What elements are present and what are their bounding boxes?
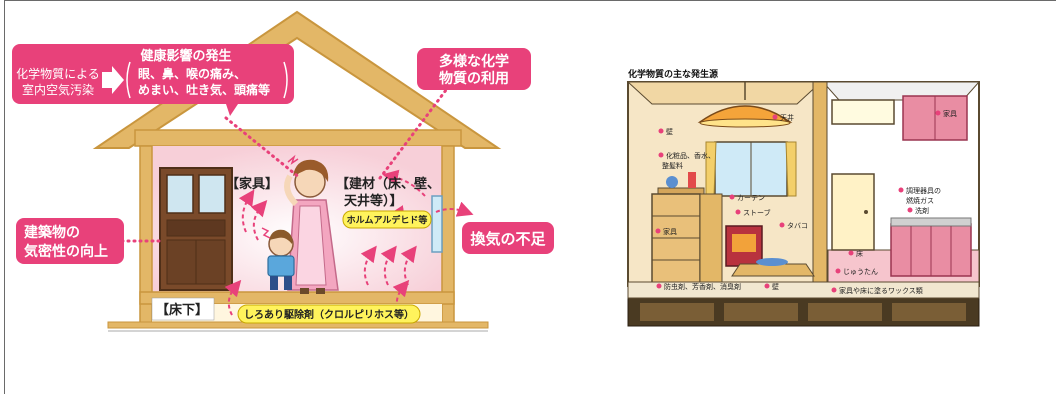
house-diagram [92,10,502,332]
callout-symptoms-line2: めまい、吐き気、頭痛等 [138,82,270,97]
label-stove: ストーブ [743,208,771,217]
source-markers [655,110,941,293]
label-floor: 床 [856,249,863,258]
callout-airtight-line1: 建築物の [24,224,80,241]
label-formaldehyde: ホルムアルデヒド等 [347,214,428,226]
label-termiticide: しろあり駆除剤（クロルピリホス等） [244,308,414,321]
callout-chemicals [417,48,531,90]
callout-cause-line2: 室内空気汚染 [22,82,94,97]
child-figure [267,229,295,290]
label-materials-line1: 【建材（床、壁、 [336,176,440,192]
label-carpet: じゅうたん [843,268,878,276]
room-diagram-title: 化学物質の主な発生源 [628,68,718,80]
label-wall: 壁 [666,127,673,136]
callout-airtight-line2: 気密性の向上 [24,243,108,260]
label-insecticide: 防虫剤、芳香剤、消臭剤 [664,282,741,291]
label-curtain: カーテン [737,194,765,202]
callout-ventilation-label: 換気の不足 [470,230,546,248]
image-frame [4,0,1056,394]
callout-health [12,44,294,116]
callout-airtightness [16,218,124,264]
callout-cause-line1: 化学物質による [16,66,100,81]
label-furniture: 【家具】 [226,176,278,192]
label-cosmetics-line1: 化粧品、香水、 [666,151,715,160]
leader-lines [120,84,451,243]
termiticide-pill [237,304,421,324]
label-tobacco: タバコ [787,221,808,230]
callout-health-title: 健康影響の発生 [140,48,231,64]
house-beam [134,129,462,147]
label-gas-line2: 燃焼ガス [906,196,934,205]
underfloor-tag [151,297,215,321]
room-diagram [626,81,981,327]
callout-symptoms-line1: 眼、鼻、喉の痛み、 [138,66,246,81]
house-window [431,195,443,253]
text-layer: 健康影響の発生 化学物質による 室内空気汚染 眼、鼻、喉の痛み、 めまい、吐き気… [16,48,957,321]
mother-figure [284,159,339,294]
label-gas-line1: 調理器具の [906,186,941,195]
label-wax: 家具や床に塗るワックス類 [839,286,923,295]
label-underfloor: 【床下】 [156,302,208,318]
formaldehyde-pill [342,210,432,229]
label-materials-line2: 天井等）】 [344,193,403,209]
cabinet-furniture [159,167,233,291]
label-ceiling: 天井 [780,113,794,122]
label-cosmetics-line2: 整髪料 [662,161,683,170]
callout-chem-line2: 物質の利用 [439,70,509,87]
label-detergent: 洗剤 [915,206,929,215]
label-furniture-right: 家具 [943,109,957,118]
callout-chem-line1: 多様な化学 [439,53,509,70]
label-furniture-left: 家具 [663,227,677,236]
label-wall-bottom: 壁 [772,282,779,291]
callout-ventilation [462,222,554,254]
